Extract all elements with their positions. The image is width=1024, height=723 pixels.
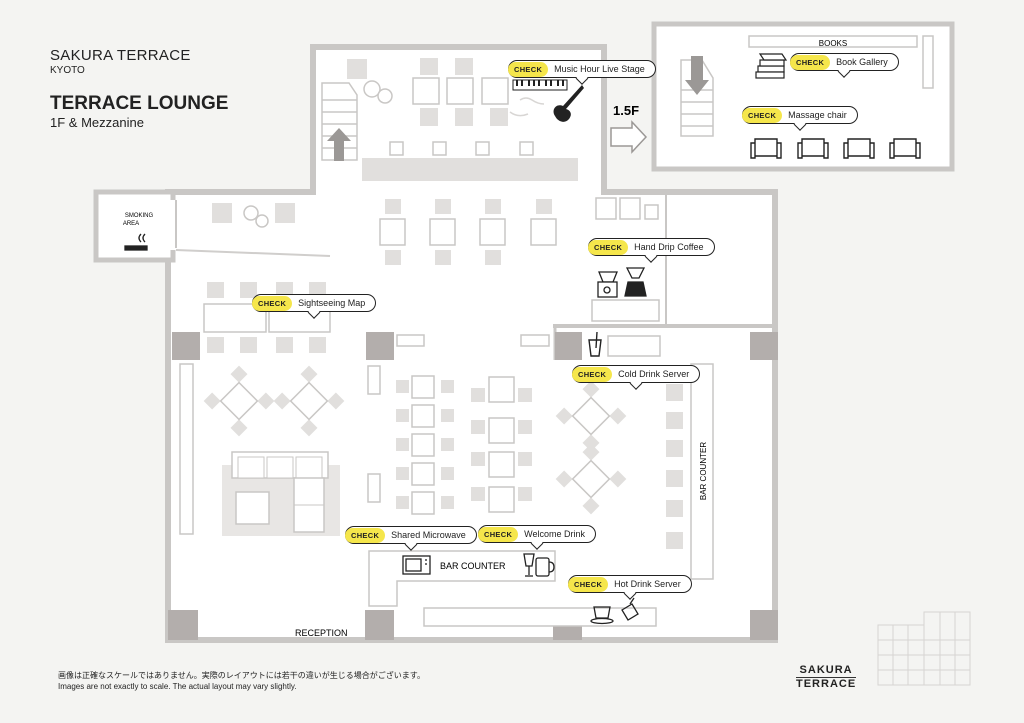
coffee-grinder-icon xyxy=(597,271,618,298)
massage-chair-icons xyxy=(750,138,921,159)
callout-sightseeing-map[interactable]: CHECK Sightseeing Map xyxy=(252,294,377,312)
check-badge: CHECK xyxy=(572,366,613,382)
floor-15-label: 1.5F xyxy=(613,103,639,118)
callout-label: Cold Drink Server xyxy=(618,369,690,379)
callout-hot-drink-server[interactable]: CHECK Hot Drink Server xyxy=(568,575,692,593)
microwave-icon xyxy=(402,555,431,575)
smoking-label-line2: AREA xyxy=(123,221,139,227)
lounge-tables-left xyxy=(203,365,345,437)
check-badge: CHECK xyxy=(742,107,783,123)
cold-drink-icon xyxy=(588,331,602,357)
callout-label: Book Gallery xyxy=(836,57,888,67)
bar-counter-side-label: BAR COUNTER xyxy=(699,442,708,500)
building-illustration xyxy=(877,611,971,686)
guitar-icon xyxy=(553,85,584,122)
stairs-down xyxy=(680,59,714,137)
footer-logo-line1: SAKURA xyxy=(799,664,853,676)
callout-label: Shared Microwave xyxy=(391,530,466,540)
footer-logo-line2: TERRACE xyxy=(796,677,857,690)
smoking-label-line1: SMOKING xyxy=(125,213,154,219)
lounge-tables-right xyxy=(555,380,627,515)
arrow-down-icon xyxy=(685,56,709,95)
callout-label: Welcome Drink xyxy=(524,529,586,539)
brand-city: KYOTO xyxy=(50,65,85,76)
center-tables-middle xyxy=(396,375,532,515)
books-label: BOOKS xyxy=(819,39,847,48)
check-badge: CHECK xyxy=(508,61,549,77)
callout-music-stage[interactable]: CHECK Music Hour Live Stage xyxy=(508,60,656,78)
arrow-right-icon xyxy=(610,120,648,154)
arrow-up-icon xyxy=(327,128,351,161)
callout-cold-drink-server[interactable]: CHECK Cold Drink Server xyxy=(572,365,701,383)
check-badge: CHECK xyxy=(568,576,609,592)
bookshelf xyxy=(748,35,918,48)
floor-subtitle: 1F & Mezzanine xyxy=(50,115,144,130)
brand-name: SAKURA TERRACE xyxy=(50,47,191,64)
bar-counter-side xyxy=(690,363,714,580)
callout-label: Music Hour Live Stage xyxy=(554,64,645,74)
callout-welcome-drink[interactable]: CHECK Welcome Drink xyxy=(478,525,597,543)
footer-note-ja: 画像は正確なスケールではありません。実際のレイアウトには若干の違いが生じる場合が… xyxy=(58,671,425,680)
callout-shared-microwave[interactable]: CHECK Shared Microwave xyxy=(345,526,477,544)
pillars xyxy=(168,332,778,640)
books-icon xyxy=(755,53,788,79)
hot-drink-counter xyxy=(423,607,657,627)
coffee-corner xyxy=(591,192,667,326)
welcome-drink-icon xyxy=(523,553,555,577)
drip-pot-icon xyxy=(624,267,647,297)
bar-stools xyxy=(666,384,683,549)
footer-note-en: Images are not exactly to scale. The act… xyxy=(58,682,297,691)
callout-label: Hot Drink Server xyxy=(614,579,681,589)
footer-logo: SAKURA TERRACE xyxy=(796,664,857,690)
callout-label: Massage chair xyxy=(788,110,847,120)
reception-label: RECEPTION xyxy=(295,628,348,638)
callout-label: Sightseeing Map xyxy=(298,298,366,308)
bar-counter-front xyxy=(368,550,556,607)
stage-seating xyxy=(212,58,578,228)
callout-hand-drip-coffee[interactable]: CHECK Hand Drip Coffee xyxy=(588,238,715,256)
check-badge: CHECK xyxy=(252,295,293,311)
smoking-icon xyxy=(124,233,148,251)
center-tables-top xyxy=(379,199,557,265)
check-badge: CHECK xyxy=(345,527,386,543)
callout-book-gallery[interactable]: CHECK Book Gallery xyxy=(790,53,899,71)
check-badge: CHECK xyxy=(588,239,629,255)
check-badge: CHECK xyxy=(478,526,519,542)
callout-massage-chair[interactable]: CHECK Massage chair xyxy=(742,106,858,124)
piano-icon xyxy=(512,79,568,91)
sofa-area xyxy=(222,451,340,536)
bar-counter-front-label: BAR COUNTER xyxy=(440,561,506,571)
callout-label: Hand Drip Coffee xyxy=(634,242,704,252)
check-badge: CHECK xyxy=(790,54,831,70)
coffee-cup-icon xyxy=(590,606,614,625)
page-title: TERRACE LOUNGE xyxy=(50,93,229,114)
tea-bag-icon xyxy=(621,597,639,621)
